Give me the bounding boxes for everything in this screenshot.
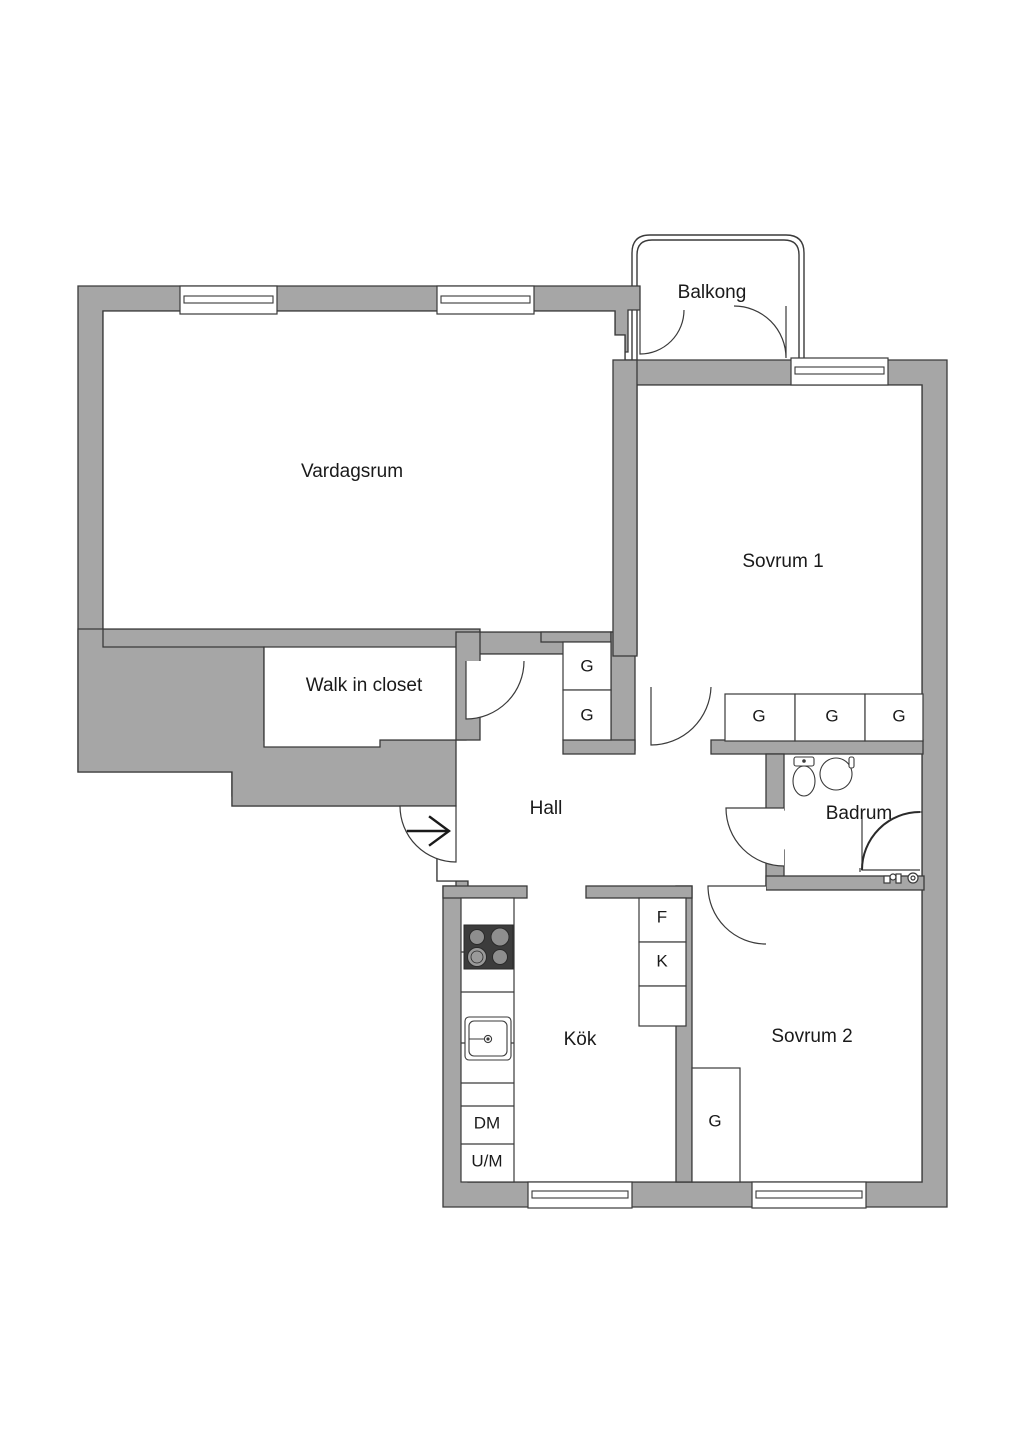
room-label-badrum: Badrum xyxy=(826,803,893,824)
room-label-sovrum1: Sovrum 1 xyxy=(742,551,823,572)
fridge-freezer-column xyxy=(638,897,687,1027)
sovrum-1-door xyxy=(650,686,712,746)
room-labels: Vardagsrum Balkong Sovrum 1 Walk in clos… xyxy=(301,282,892,1050)
closet-box xyxy=(562,641,612,691)
appliance-label-washer-dryer: U/M xyxy=(471,1151,502,1170)
closet-box xyxy=(864,693,924,742)
room-label-walk-in-closet: Walk in closet xyxy=(306,675,423,696)
closet-label-sovrum1-2: G xyxy=(825,706,838,725)
appliance-label-dishwasher: DM xyxy=(474,1113,500,1132)
kitchen-sink xyxy=(464,1016,512,1061)
appliance-labels: F K DM U/M xyxy=(471,907,668,1170)
closet-label-sovrum1-1: G xyxy=(752,706,765,725)
closet-labels: G G G G G G xyxy=(580,656,905,1130)
appliance-label-freezer: F xyxy=(657,907,667,926)
room-label-balkong: Balkong xyxy=(678,282,747,303)
windows xyxy=(179,285,889,1209)
walk-in-closet-door xyxy=(465,660,525,720)
balcony-railing xyxy=(631,234,805,360)
washbasin xyxy=(819,756,855,791)
closet-box xyxy=(794,693,866,742)
bathroom-door xyxy=(725,807,785,867)
room-label-kok: Kök xyxy=(564,1029,597,1050)
corner-shower xyxy=(859,811,922,884)
sovrum-2-door xyxy=(707,885,767,945)
closet-boxes xyxy=(562,641,924,1183)
closet-box xyxy=(724,693,796,742)
appliance-label-fridge: K xyxy=(656,951,668,970)
closet-box xyxy=(691,1067,741,1183)
door-swings xyxy=(399,305,787,945)
window xyxy=(527,1181,633,1209)
closet-label-sovrum2: G xyxy=(708,1111,721,1130)
walk-in-closet-room xyxy=(263,646,467,748)
toilet xyxy=(792,756,816,797)
window xyxy=(790,357,889,386)
room-label-sovrum2: Sovrum 2 xyxy=(771,1026,852,1047)
window xyxy=(436,285,535,315)
stove-cooktop xyxy=(463,924,514,970)
window xyxy=(179,285,278,315)
closet-label-hall-upper: G xyxy=(580,656,593,675)
entry-door xyxy=(399,805,457,863)
closet-box xyxy=(562,689,612,741)
balcony-door-left xyxy=(639,309,685,355)
closet-label-sovrum1-3: G xyxy=(892,706,905,725)
room-label-vardagsrum: Vardagsrum xyxy=(301,461,403,482)
room-label-hall: Hall xyxy=(530,798,563,819)
closet-label-hall-lower: G xyxy=(580,705,593,724)
balcony-door-right xyxy=(733,305,787,359)
entry-arrow-icon xyxy=(406,815,452,847)
shower-fittings xyxy=(883,872,919,884)
window xyxy=(751,1181,867,1209)
